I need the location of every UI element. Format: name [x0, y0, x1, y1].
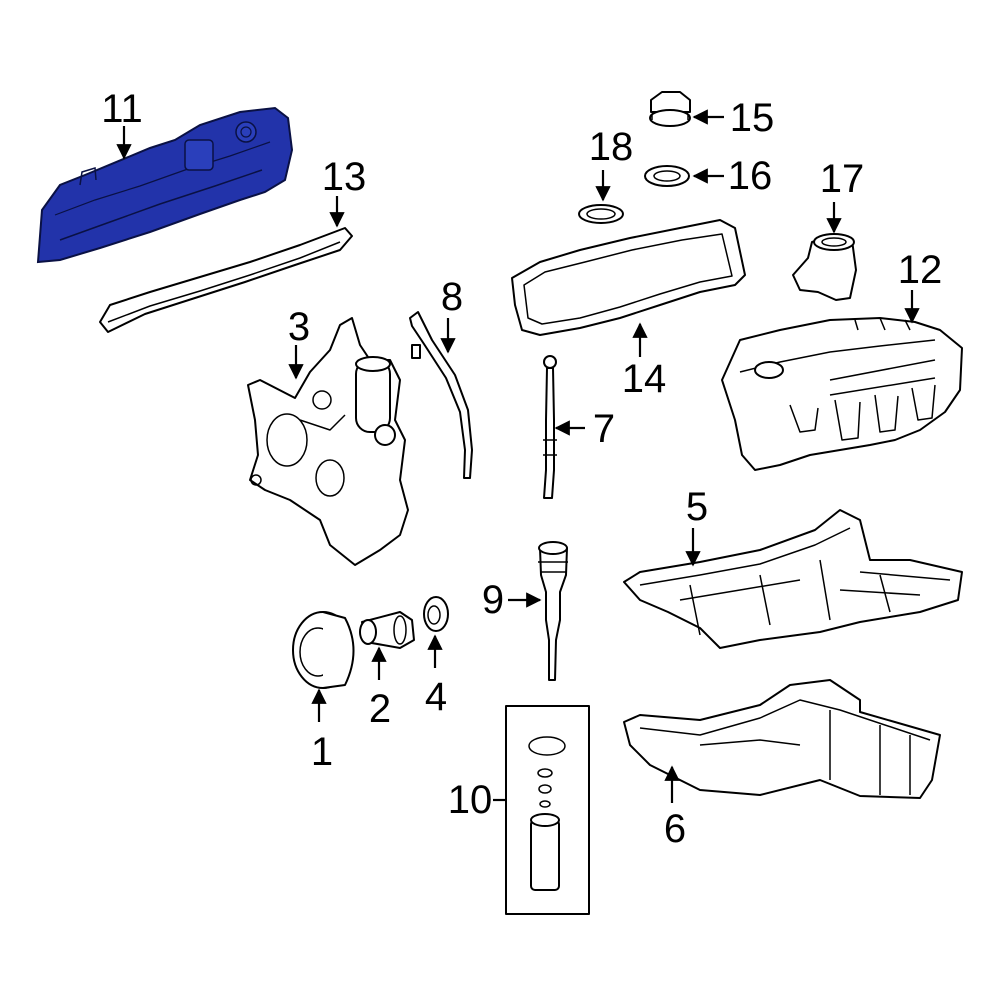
callout-6[interactable]: 6 — [664, 807, 686, 851]
part-12-manifold[interactable] — [721, 317, 963, 471]
callout-10[interactable]: 10 — [448, 778, 493, 822]
part-15-filler-cap[interactable] — [649, 91, 691, 127]
part-10-filter-kit[interactable] — [505, 705, 590, 915]
callout-labels: 11 13 3 8 14 18 15 16 17 12 7 5 9 1 2 4 … — [101, 87, 942, 851]
callout-4[interactable]: 4 — [425, 675, 447, 719]
callout-11[interactable]: 11 — [101, 87, 143, 131]
callout-9[interactable]: 9 — [482, 578, 504, 622]
callout-7[interactable]: 7 — [593, 407, 615, 451]
part-1-seal[interactable] — [292, 611, 355, 689]
part-6-lower-oil-pan[interactable] — [623, 679, 941, 799]
callout-18[interactable]: 18 — [589, 125, 634, 169]
callout-3[interactable]: 3 — [288, 305, 310, 349]
callout-14[interactable]: 14 — [622, 357, 667, 401]
callout-8[interactable]: 8 — [441, 275, 463, 319]
part-18-o-ring[interactable] — [578, 204, 624, 224]
part-9-filter-housing[interactable] — [538, 541, 568, 681]
part-8-dipstick-tube[interactable] — [409, 311, 473, 479]
part-5-upper-oil-pan[interactable] — [623, 509, 963, 649]
part-2-sleeve[interactable] — [359, 611, 415, 649]
part-7-dipstick[interactable] — [543, 355, 557, 499]
callout-15[interactable]: 15 — [730, 96, 775, 140]
callout-12[interactable]: 12 — [898, 248, 943, 292]
callout-13[interactable]: 13 — [322, 155, 367, 199]
part-11-valve-cover[interactable] — [36, 106, 294, 264]
part-13-valve-cover-gasket[interactable] — [99, 227, 353, 333]
part-4-ring[interactable] — [423, 596, 449, 632]
callout-16[interactable]: 16 — [728, 154, 773, 198]
part-14-gasket[interactable] — [511, 219, 746, 336]
part-16-cap-seal[interactable] — [644, 165, 690, 187]
part-17-housing[interactable] — [792, 233, 857, 301]
part-3-timing-cover[interactable] — [247, 317, 409, 566]
callout-2[interactable]: 2 — [369, 687, 391, 731]
callout-5[interactable]: 5 — [686, 485, 708, 529]
leader-lines — [116, 109, 920, 803]
callout-1[interactable]: 1 — [311, 730, 333, 774]
callout-17[interactable]: 17 — [820, 157, 865, 201]
